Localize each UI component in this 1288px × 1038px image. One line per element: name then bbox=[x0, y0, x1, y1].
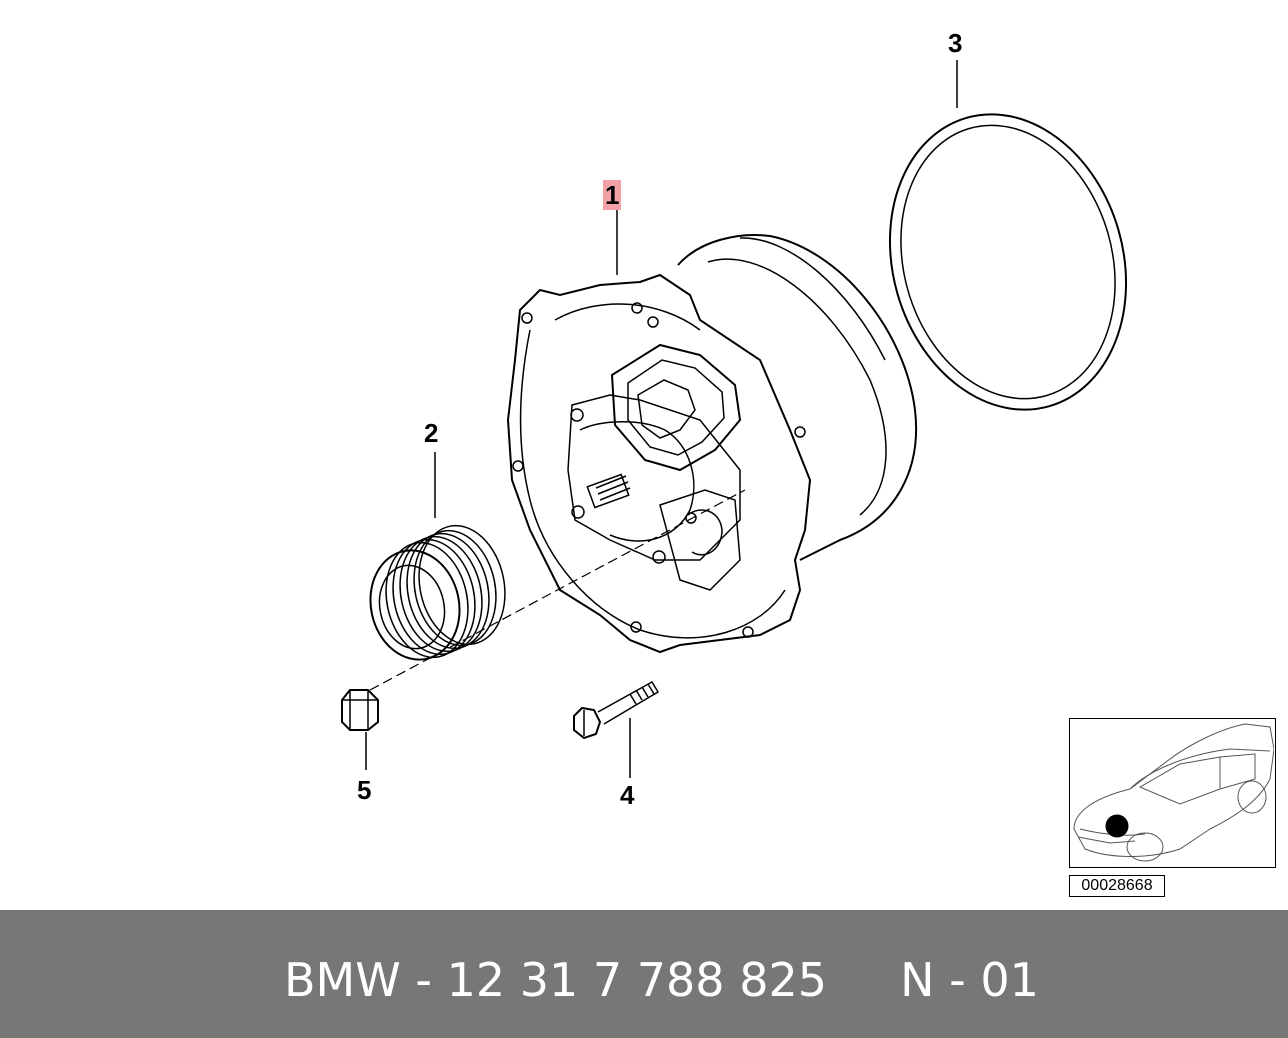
alternator-part-1 bbox=[369, 210, 917, 691]
callout-part-4: 4 bbox=[620, 780, 635, 810]
diagram-reference-code: 00028668 bbox=[1069, 875, 1165, 897]
pulley-part-2 bbox=[369, 452, 506, 661]
sealing-ring-part-3 bbox=[888, 60, 1128, 411]
callout-part-1: 1 bbox=[603, 180, 622, 210]
callout-part-3: 3 bbox=[948, 28, 963, 58]
car-outline-icon bbox=[1073, 723, 1275, 862]
part-number-caption: BMW - 12 31 7 788 825 N - 01 bbox=[284, 953, 1039, 1007]
hex-bolt-part-4 bbox=[573, 680, 660, 778]
hex-nut-part-5 bbox=[341, 689, 379, 770]
exploded-parts-diagram bbox=[341, 60, 1128, 778]
footer-bar bbox=[0, 910, 1288, 1038]
vehicle-location-inset bbox=[1069, 718, 1276, 868]
callout-part-5: 5 bbox=[357, 775, 372, 805]
callout-part-2: 2 bbox=[424, 418, 439, 448]
